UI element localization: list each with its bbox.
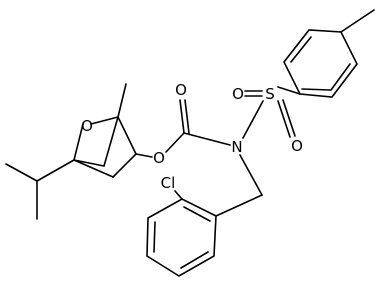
bond-tolyl-methyl bbox=[340, 9, 375, 33]
bond-back-bridge-a bbox=[73, 159, 105, 167]
bond-s-o-right bbox=[277, 100, 291, 138]
atom-labels: O O O N S O O Cl bbox=[81, 81, 303, 192]
tosyl-group bbox=[242, 9, 375, 139]
bond-back-bridge-b bbox=[103, 116, 119, 167]
sulfonyl-oxygen-right-label: O bbox=[291, 137, 303, 155]
bond-o-bridgehead-right bbox=[90, 116, 119, 125]
bond-methyl bbox=[117, 83, 127, 118]
tolyl-ring-inner-3 bbox=[301, 88, 331, 91]
chlorophenyl-inner-1 bbox=[183, 206, 211, 222]
bond-ring-cl bbox=[174, 190, 183, 200]
bond-s-o-right-2 bbox=[282, 99, 296, 137]
chlorophenyl-ring bbox=[146, 198, 217, 277]
bond-carbonyl-double-b bbox=[184, 99, 190, 134]
carbonyl-oxygen-label: O bbox=[175, 81, 187, 99]
sulfur-label: S bbox=[265, 85, 275, 103]
chlorobenzyl-group bbox=[146, 154, 263, 277]
chlorine-label: Cl bbox=[161, 174, 176, 192]
ether-oxygen-label: O bbox=[81, 117, 93, 135]
bond-ester-o-carbonyl-c bbox=[165, 132, 185, 153]
bond-c2-ester-o bbox=[135, 153, 153, 158]
tolyl-ring-inner-2 bbox=[330, 63, 351, 91]
nitrogen-label: N bbox=[231, 138, 242, 156]
sulfonyl-oxygen-left-label: O bbox=[232, 85, 244, 103]
isopropyl-group bbox=[5, 159, 75, 220]
bond-carbonyl-c-n bbox=[183, 132, 231, 146]
bond-ch2-ring bbox=[215, 194, 263, 217]
bond-ring-c3 bbox=[112, 153, 137, 178]
bond-o-bridgehead-left bbox=[73, 123, 84, 161]
carbamate-group bbox=[165, 99, 231, 153]
chlorophenyl-inner-3 bbox=[180, 251, 209, 269]
bond-s-ring bbox=[277, 86, 301, 95]
tolyl-ring bbox=[283, 29, 358, 98]
bond-carbonyl-double-a bbox=[179, 99, 185, 134]
tolyl-ring-inner-1 bbox=[290, 36, 312, 63]
bond-isopropyl bbox=[36, 159, 75, 182]
bond-n-s bbox=[242, 100, 264, 139]
ester-oxygen-label: O bbox=[153, 149, 165, 167]
chlorophenyl-inner-2 bbox=[153, 221, 156, 253]
bicyclic-core bbox=[73, 83, 153, 178]
bond-ring-c2 bbox=[117, 116, 137, 155]
bond-ring-c4 bbox=[73, 159, 114, 178]
bond-isopropyl-me1 bbox=[5, 163, 38, 182]
bond-n-ch2 bbox=[239, 154, 263, 196]
